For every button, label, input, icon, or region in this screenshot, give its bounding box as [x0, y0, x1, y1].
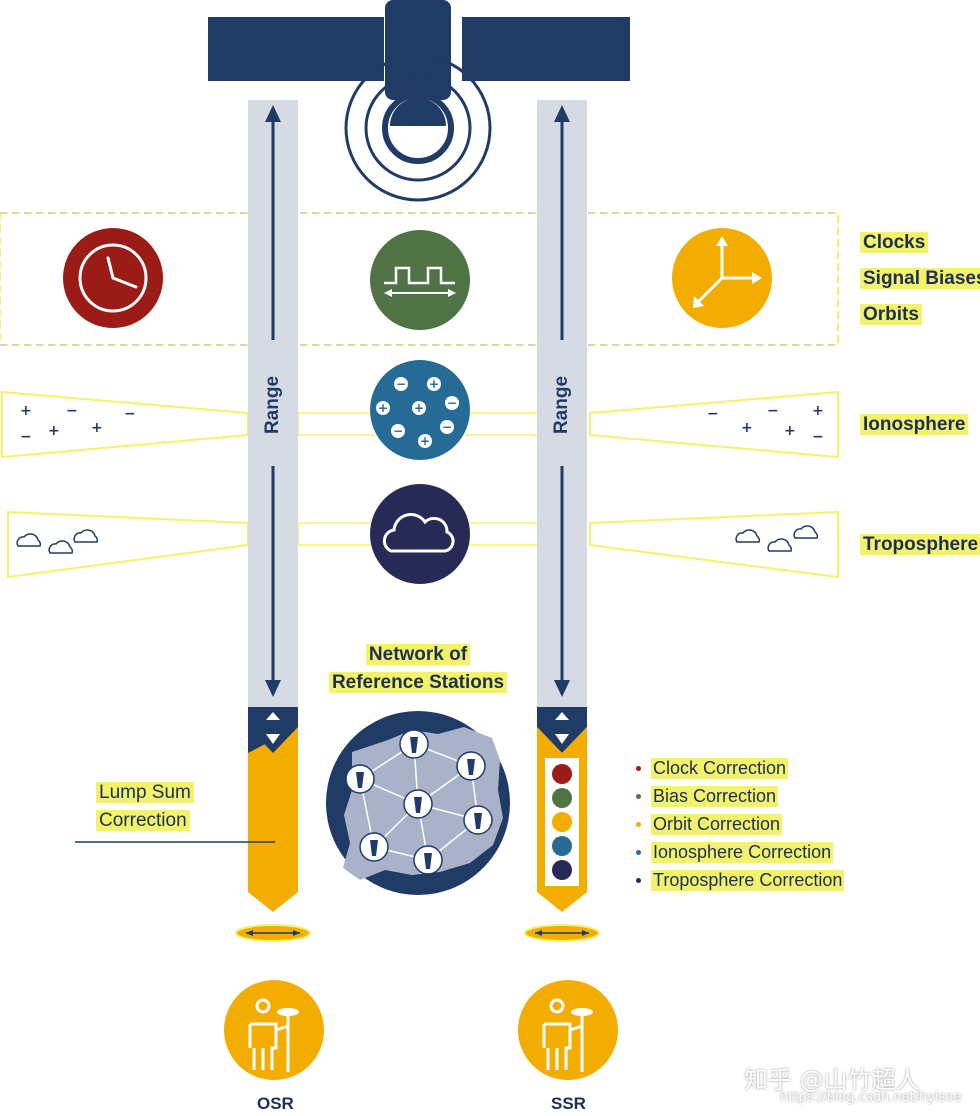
watermark-url: https://blog.csdn.net/hyisoe	[780, 1090, 962, 1105]
legend-label: Bias Correction	[651, 785, 779, 807]
svg-text:+: +	[429, 377, 439, 391]
svg-text:−: −	[66, 403, 78, 419]
osr-label: OSR	[257, 1094, 294, 1113]
svg-text:−: −	[393, 424, 403, 438]
svg-text:−: −	[124, 406, 136, 422]
satellite-icon	[208, 0, 630, 202]
svg-text:−: −	[767, 403, 779, 419]
reference-station-network-icon	[326, 711, 510, 895]
legend-swatch	[636, 821, 641, 827]
legend-swatch	[636, 793, 641, 799]
svg-text:−: −	[442, 420, 452, 434]
orbits-label: Orbits	[860, 304, 922, 325]
clocks-label: Clocks	[860, 232, 929, 253]
svg-text:−: −	[447, 396, 457, 410]
ssr-user-icon	[518, 980, 618, 1080]
ssr-label: SSR	[551, 1094, 586, 1113]
legend-item: Ionosphere Correction	[636, 840, 834, 864]
clock-icon	[63, 228, 163, 328]
svg-text:+: +	[20, 403, 32, 419]
network-label-line2: Reference Stations	[328, 672, 508, 693]
lump-sum-label-line1: Lump Sum	[96, 782, 194, 803]
svg-text:+: +	[414, 401, 424, 415]
legend-swatch	[636, 765, 641, 771]
signal-bias-icon	[370, 230, 470, 330]
legend-label: Ionosphere Correction	[651, 841, 834, 863]
legend-item: Clock Correction	[636, 756, 789, 780]
orbit-axes-icon	[672, 228, 772, 328]
signal-biases-label: Signal Biases	[860, 268, 980, 289]
svg-text:+: +	[784, 423, 796, 439]
legend-swatch	[636, 877, 641, 883]
svg-text:+: +	[91, 420, 103, 436]
svg-text:+: +	[420, 434, 430, 448]
osr-user-icon	[224, 980, 324, 1080]
legend-item: Orbit Correction	[636, 812, 783, 836]
legend-label: Orbit Correction	[651, 813, 783, 835]
watermark-text: 知乎 @山竹超人	[744, 1066, 920, 1094]
svg-text:−: −	[396, 377, 406, 391]
troposphere-label: Troposphere	[860, 534, 980, 555]
legend-item: Bias Correction	[636, 784, 779, 808]
legend-item: Troposphere Correction	[636, 868, 845, 892]
svg-text:+: +	[378, 401, 388, 415]
ionosphere-label: Ionosphere	[860, 414, 969, 435]
svg-text:−: −	[20, 429, 32, 445]
range-label-left: Range	[262, 375, 283, 435]
svg-text:+: +	[48, 423, 60, 439]
svg-text:+: +	[741, 420, 753, 436]
svg-text:−: −	[812, 429, 824, 445]
svg-text:+: +	[812, 403, 824, 419]
troposphere-cloud-icon	[370, 484, 470, 584]
legend-swatch	[636, 849, 641, 855]
lump-sum-label-line2: Correction	[96, 810, 190, 831]
network-label-line1: Network of	[365, 644, 471, 665]
ionosphere-icon: −+ ++− −−+	[370, 360, 470, 460]
legend-label: Troposphere Correction	[651, 869, 845, 891]
range-label-right: Range	[551, 375, 572, 435]
ssr-signal-path	[524, 100, 600, 942]
osr-signal-path	[235, 100, 311, 942]
legend-label: Clock Correction	[651, 757, 789, 779]
svg-text:−: −	[707, 406, 719, 422]
